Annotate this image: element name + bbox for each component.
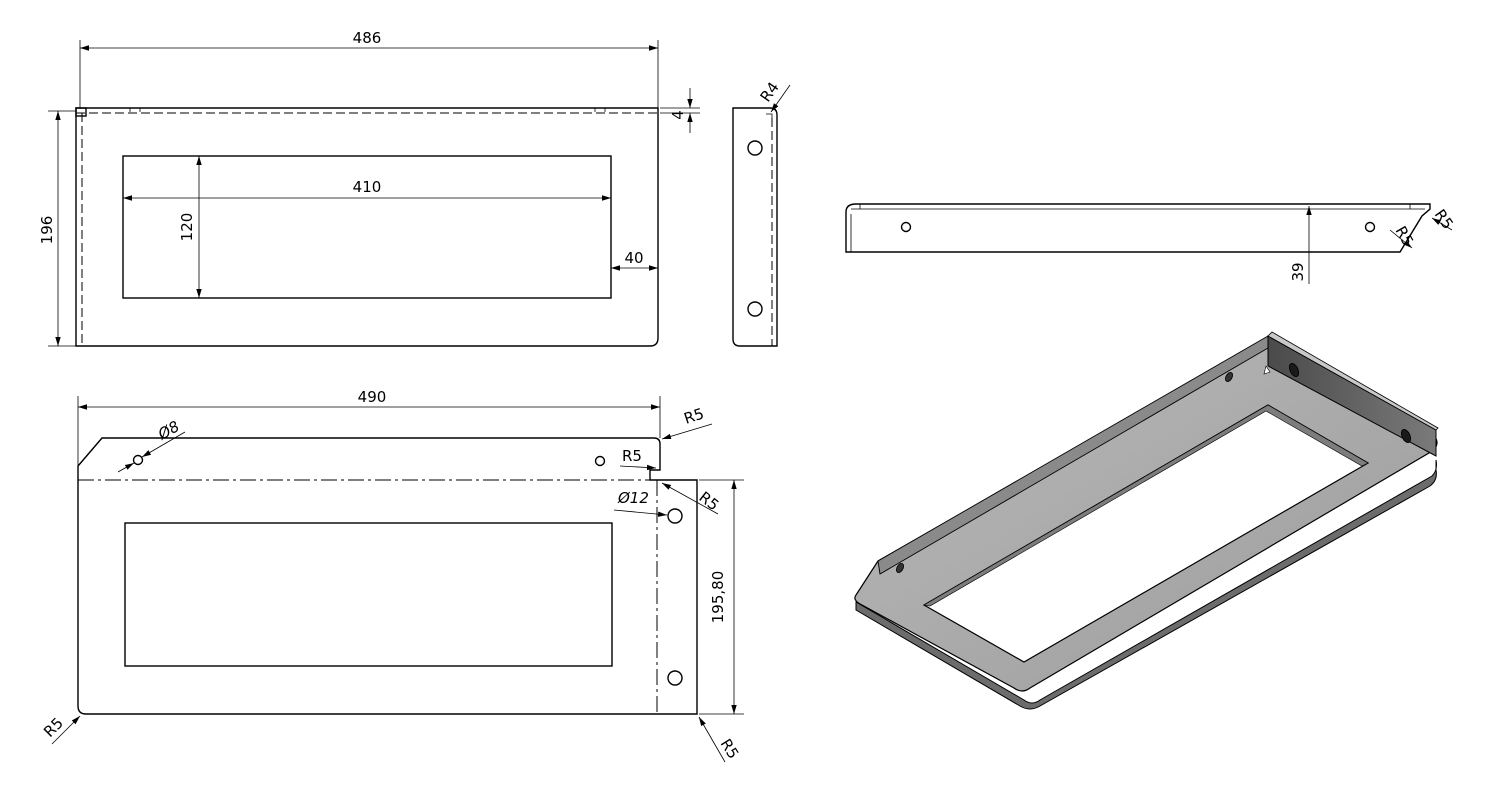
dim-cutout-width: 410 (353, 178, 382, 196)
dim-strip-height: 39 (1289, 262, 1307, 281)
side-view: R4 (732, 79, 791, 347)
dim-strip-r-inner: R5 (1392, 223, 1418, 249)
dim-flat-r-notch: R5 (622, 447, 642, 465)
dim-top-height: 196 (38, 216, 56, 245)
dim-flat-height: 195,80 (709, 571, 727, 624)
dim-flat-r-top-right: R5 (682, 405, 707, 428)
dim-side-margin: 40 (624, 249, 643, 267)
dim-thickness: 4 (669, 110, 687, 120)
dim-flat-r-bottom-right: R5 (717, 736, 743, 762)
dim-cutout-height: 120 (178, 213, 196, 242)
dim-flat-hole-dia: Ø8 (154, 417, 182, 444)
dim-flat-r-notch2: R5 (696, 488, 723, 514)
isometric-view (854, 331, 1439, 710)
dim-top-width: 486 (353, 29, 382, 47)
flat-pattern-view: 490 Ø8 R5 R5 Ø12 R5 195,80 R5 R5 (40, 388, 744, 763)
dim-flat-r-bottom-left: R5 (40, 714, 67, 741)
dim-strip-r-outer: R5 (1431, 206, 1457, 233)
strip-view: 39 R5 R5 (845, 203, 1457, 284)
dim-flat-width: 490 (358, 388, 387, 406)
top-view: 486 4 196 410 120 40 (38, 29, 700, 347)
dim-flat-hole-big: Ø12 (617, 489, 649, 507)
